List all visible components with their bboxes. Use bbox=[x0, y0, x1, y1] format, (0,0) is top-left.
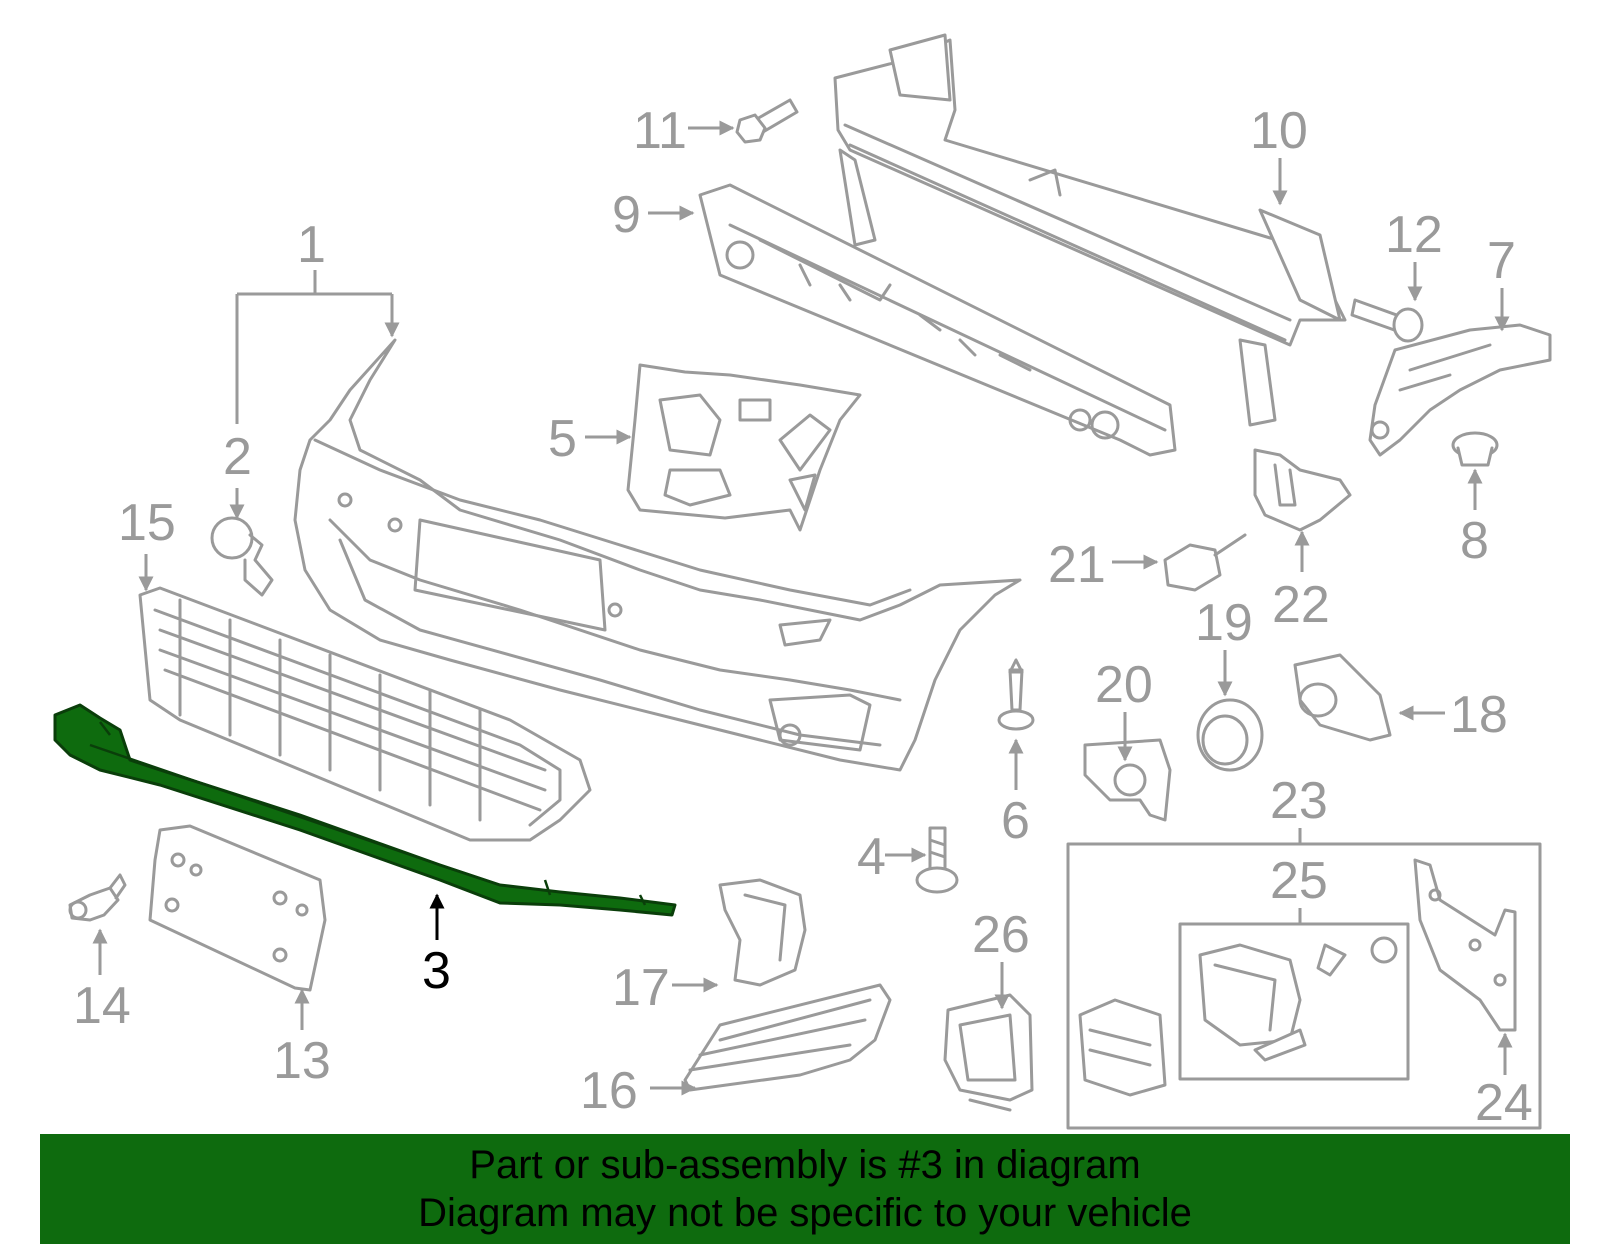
callout-2: 2 bbox=[223, 428, 252, 486]
callout-12: 12 bbox=[1385, 206, 1443, 264]
callout-26: 26 bbox=[972, 906, 1030, 964]
part-21-connector[interactable] bbox=[1163, 533, 1247, 592]
leader-lines bbox=[92, 120, 1513, 1096]
part-3-lower-spoiler-highlighted[interactable] bbox=[53, 703, 677, 917]
part-17-bracket[interactable] bbox=[718, 878, 807, 987]
callout-21: 21 bbox=[1048, 536, 1106, 594]
part-6-screw[interactable] bbox=[997, 658, 1035, 731]
callout-11: 11 bbox=[633, 102, 687, 160]
callout-9: 9 bbox=[612, 186, 641, 244]
part-20-sensor-bracket[interactable] bbox=[1083, 738, 1172, 822]
part-22-mounting-bracket[interactable] bbox=[1253, 448, 1352, 532]
callout-17: 17 bbox=[612, 959, 670, 1017]
callout-4: 4 bbox=[857, 828, 886, 886]
callout-14: 14 bbox=[73, 977, 131, 1035]
callout-22: 22 bbox=[1272, 576, 1330, 634]
part-11-bolt[interactable] bbox=[735, 98, 799, 144]
part-18-parking-sensor[interactable] bbox=[1293, 653, 1392, 742]
callout-6: 6 bbox=[1001, 792, 1030, 850]
part-1-bumper-cover[interactable] bbox=[293, 338, 1022, 772]
part-26-sensor-housing[interactable] bbox=[943, 993, 1034, 1112]
part-13-license-plate-bracket[interactable] bbox=[148, 824, 327, 992]
callout-labels: 1 2 3 4 5 6 7 8 9 10 11 12 13 14 15 16 1… bbox=[73, 102, 1533, 1132]
callout-20: 20 bbox=[1095, 656, 1153, 714]
part-16-fog-grille[interactable] bbox=[683, 983, 892, 1092]
part-2-tow-hook-cap[interactable] bbox=[210, 516, 274, 597]
part-5-bumper-bracket[interactable] bbox=[626, 363, 862, 532]
callout-8: 8 bbox=[1460, 512, 1489, 570]
part-10-reinforcement-beam[interactable] bbox=[833, 33, 1347, 427]
callout-1: 1 bbox=[297, 216, 326, 274]
part-25-sensor-bracket-box[interactable] bbox=[1178, 922, 1410, 1081]
callout-23: 23 bbox=[1270, 772, 1328, 830]
callout-5: 5 bbox=[548, 410, 577, 468]
callout-19: 19 bbox=[1195, 594, 1253, 652]
callout-18: 18 bbox=[1450, 686, 1508, 744]
part-9-energy-absorber[interactable] bbox=[698, 183, 1177, 457]
footer-banner: Part or sub-assembly is #3 in diagram Di… bbox=[40, 1134, 1570, 1244]
callout-10: 10 bbox=[1250, 102, 1308, 160]
part-15-lower-grille[interactable] bbox=[138, 586, 592, 842]
part-8-clip-nut[interactable] bbox=[1451, 431, 1499, 467]
callout-15: 15 bbox=[118, 494, 176, 552]
callout-3: 3 bbox=[422, 942, 451, 1000]
part-23-sensor-kit-box[interactable] bbox=[1066, 842, 1542, 1130]
part-19-sensor-ring[interactable] bbox=[1196, 698, 1264, 772]
part-12-bolt[interactable] bbox=[1350, 298, 1424, 343]
callout-25: 25 bbox=[1270, 852, 1328, 910]
callout-16: 16 bbox=[580, 1062, 638, 1120]
part-4-screw[interactable] bbox=[915, 826, 959, 894]
footer-disclaimer: Diagram may not be specific to your vehi… bbox=[418, 1191, 1192, 1235]
callout-24: 24 bbox=[1475, 1074, 1533, 1132]
part-14-retaining-clip[interactable] bbox=[68, 873, 127, 922]
callout-13: 13 bbox=[273, 1032, 331, 1090]
callout-7: 7 bbox=[1487, 232, 1516, 290]
part-7-side-guide-bracket[interactable] bbox=[1368, 323, 1552, 457]
footer-part-note: Part or sub-assembly is #3 in diagram bbox=[469, 1143, 1141, 1187]
